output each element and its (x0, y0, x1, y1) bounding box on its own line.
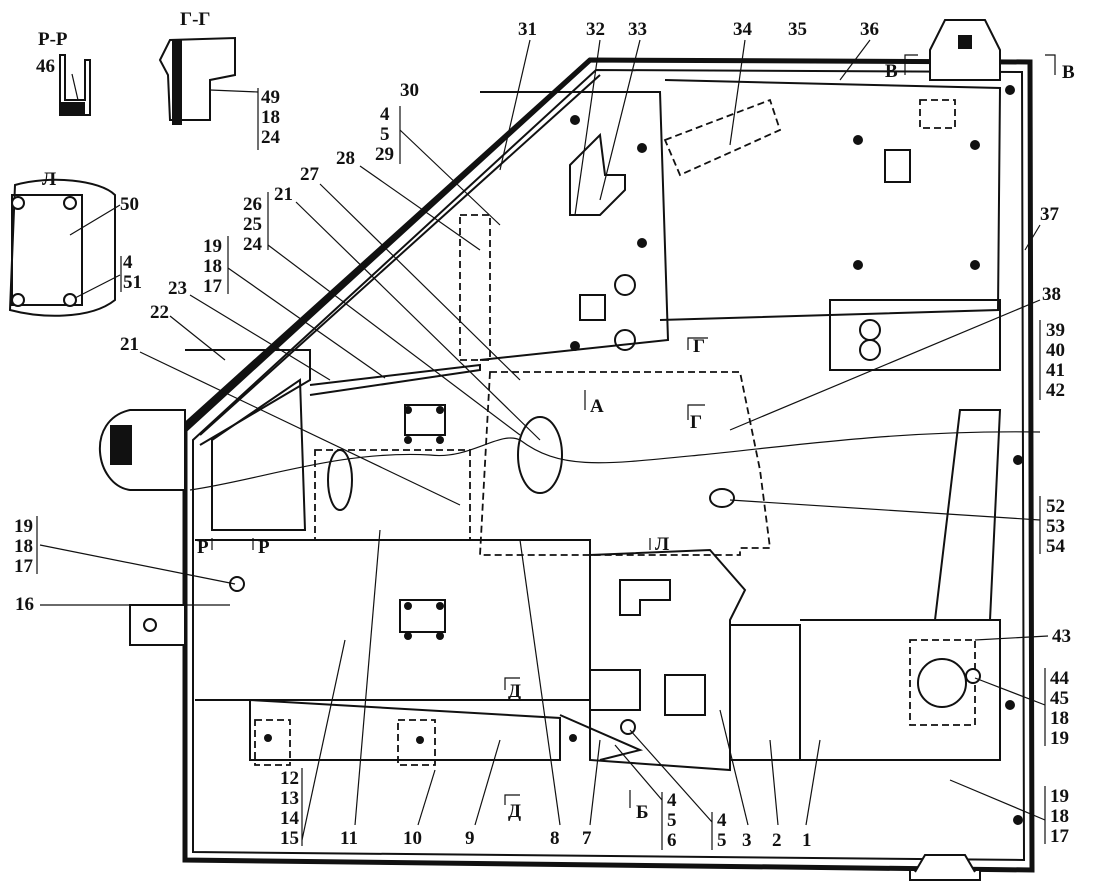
callout-19: 19 (1050, 786, 1069, 807)
callout-23: 23 (168, 278, 187, 299)
callout-16: 16 (15, 594, 34, 615)
callout-4: 4 (380, 104, 390, 125)
view-mark-v: В (885, 61, 898, 82)
callout-37: 37 (1040, 204, 1060, 225)
view-mark-l: Л (655, 534, 669, 555)
callout-25: 25 (243, 214, 262, 235)
callout-4: 4 (717, 810, 727, 831)
bolt-heads (229, 85, 1023, 825)
callout-49: 49 (261, 87, 280, 108)
callout-27: 27 (300, 164, 320, 185)
callout-10: 10 (403, 828, 422, 849)
section-label-rr: Р-Р (38, 29, 68, 50)
callout-46: 46 (36, 56, 55, 77)
callout-19: 19 (203, 236, 222, 257)
callout-18: 18 (261, 107, 280, 128)
callout-44: 44 (1050, 668, 1070, 689)
view-mark-r: Р (258, 537, 270, 558)
view-label-l: Л (42, 169, 56, 190)
callout-42: 42 (1046, 380, 1065, 401)
callout-11: 11 (340, 828, 358, 849)
callout-12: 12 (280, 768, 299, 789)
callout-24: 24 (261, 127, 281, 148)
callout-5: 5 (380, 124, 390, 145)
callout-18: 18 (14, 536, 33, 557)
callout-26: 26 (243, 194, 262, 215)
view-mark-d: Д (508, 801, 521, 822)
callout-33: 33 (628, 19, 647, 40)
view-mark-g: Г (690, 412, 702, 433)
callout-18: 18 (1050, 708, 1069, 729)
callout-36: 36 (860, 19, 879, 40)
callout-18: 18 (203, 256, 222, 277)
callout-14: 14 (280, 808, 300, 829)
cab-frame-outline (182, 57, 1041, 873)
callout-15: 15 (280, 828, 299, 849)
callout-4: 4 (123, 252, 133, 273)
leader-lines (39, 39, 1049, 841)
callout-50: 50 (120, 194, 139, 215)
callout-3: 3 (742, 830, 752, 851)
callout-52: 52 (1046, 496, 1065, 517)
callout-6: 6 (667, 830, 677, 851)
view-mark-r: Р (197, 537, 209, 558)
callout-29: 29 (375, 144, 394, 165)
callout-34: 34 (733, 19, 753, 40)
callout-stack-bars (36, 88, 1046, 850)
view-mark-a: А (590, 396, 604, 417)
section-label-gg: Г-Г (180, 9, 211, 30)
mounting-clamps (8, 19, 1001, 881)
callout-17: 17 (203, 276, 223, 297)
callout-53: 53 (1046, 516, 1065, 537)
view-direction-marks: В В Г Г А Л Р Р Д Д Б (197, 54, 1075, 823)
view-mark-d: Д (508, 681, 521, 702)
callout-35: 35 (788, 19, 807, 40)
callout-19: 19 (1050, 728, 1069, 749)
callout-40: 40 (1046, 340, 1065, 361)
callout-30: 30 (400, 80, 419, 101)
callout-28: 28 (336, 148, 355, 169)
callout-19: 19 (14, 516, 33, 537)
callout-4: 4 (667, 790, 677, 811)
view-mark-b: Б (636, 802, 649, 823)
callout-21: 21 (274, 184, 293, 205)
callout-5: 5 (667, 810, 677, 831)
callout-39: 39 (1046, 320, 1065, 341)
view-mark-g: Г (693, 336, 705, 357)
section-gg-detail (158, 36, 236, 121)
view-mark-v: В (1062, 62, 1075, 83)
callout-51: 51 (123, 272, 142, 293)
callout-7: 7 (582, 828, 592, 849)
callout-17: 17 (14, 556, 34, 577)
callout-18: 18 (1050, 806, 1069, 827)
callout-labels: 46 49 18 24 50 4 51 31 32 33 34 35 36 37… (14, 19, 1071, 851)
callout-32: 32 (586, 19, 605, 40)
callout-22: 22 (150, 302, 169, 323)
callout-1: 1 (802, 830, 812, 851)
callout-38: 38 (1042, 284, 1061, 305)
callout-45: 45 (1050, 688, 1069, 709)
callout-41: 41 (1046, 360, 1065, 381)
callout-43: 43 (1052, 626, 1071, 647)
callout-21: 21 (120, 334, 139, 355)
view-l-cover (8, 178, 116, 317)
callout-54: 54 (1046, 536, 1066, 557)
callout-5: 5 (717, 830, 727, 851)
callout-31: 31 (518, 19, 537, 40)
callout-9: 9 (465, 828, 475, 849)
callout-13: 13 (280, 788, 299, 809)
callout-2: 2 (772, 830, 782, 851)
callout-17: 17 (1050, 826, 1070, 847)
section-labels: Р-Р Г-Г Л (38, 9, 211, 190)
callout-24: 24 (243, 234, 263, 255)
callout-8: 8 (550, 828, 560, 849)
